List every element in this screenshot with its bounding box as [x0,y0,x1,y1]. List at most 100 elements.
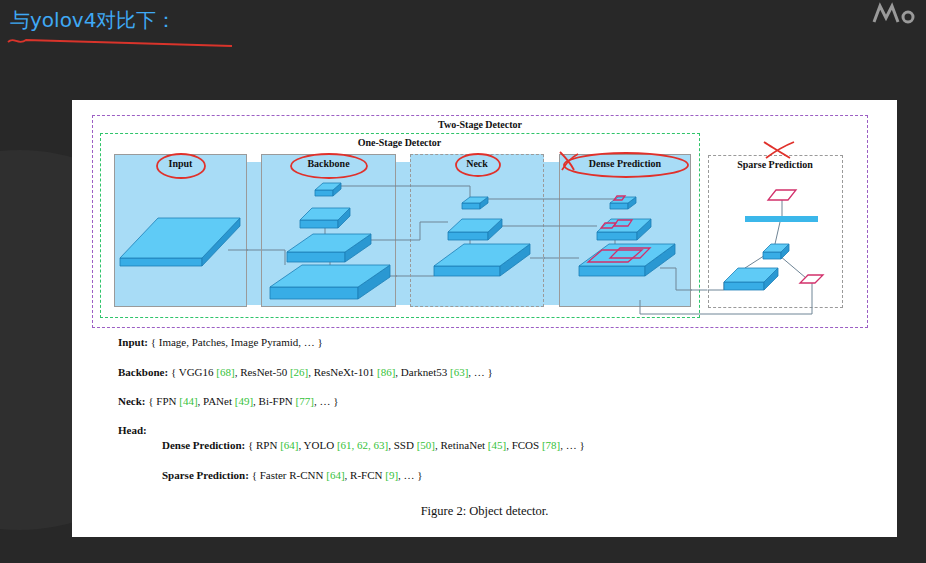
slab-front [448,232,488,240]
list-items: , SSD [388,439,416,451]
list-items: , FCOS [506,439,542,451]
title-holder: 与yolov4对比下： [10,7,176,34]
annotation-circle [291,154,367,178]
neck-layer [434,244,530,276]
list-key: Input: [118,336,148,348]
citation-number: [49] [235,395,253,407]
citation-number: [64] [280,439,298,451]
backbone-layer [315,183,341,196]
list-items: , YOLO [298,439,336,451]
annotation-cross [764,142,794,158]
feature-connector [544,258,559,259]
slab-top [462,197,488,203]
citation-number: [77] [296,395,314,407]
prediction-box [588,250,642,262]
feature-wire [502,226,597,227]
slab-front [300,220,338,228]
slab-top [315,183,341,190]
slab-top [270,265,390,287]
stage-heading: Sparse Prediction [737,159,813,170]
prediction-box [614,220,632,226]
list-items: , RetinaNet [435,439,488,451]
fc-bar [745,216,818,222]
label-holder: Head: [118,424,147,436]
dense-layer [597,219,651,240]
label-holder: Input: { Image, Patches, Image Pyramid, … [118,336,323,348]
label-holder: Sparse Prediction: { Faster R-CNN [64] , … [162,469,423,481]
input-image-plate [120,218,240,266]
list-key: Backbone: [118,366,168,378]
underline-squiggle [8,40,232,46]
list-items: , PANet [198,395,235,407]
citation-number: [44] [179,395,197,407]
list-items: , … } [398,469,423,481]
label-holder: Neck: { FPN [44], PANet [49], Bi-FPN [77… [118,395,338,407]
feature-wire [530,258,545,259]
feature-connector [396,276,410,277]
list-items: , ResNeXt-101 [308,366,377,378]
component-list: Sparse Prediction: { Faster R-CNN [64] , … [162,469,423,481]
slide-title: 与yolov4对比下： [10,7,176,34]
list-items: , … } [468,366,493,378]
label-holder: Backbone: { VGG16 [68], ResNet-50 [26], … [118,366,493,378]
list-key: Neck: [118,395,146,407]
slab-front [597,232,637,240]
citation-number: [68] [216,366,234,378]
proposal-box [800,275,823,283]
slab-front [763,252,781,259]
citation-number: [45] [488,439,506,451]
stage-heading: Input [169,158,193,169]
list-items: { RPN [245,439,280,451]
feature-wire [560,258,579,259]
feature-wire [411,276,434,277]
label-holder: Dense Prediction: { RPN [64], YOLO [61, … [162,439,585,451]
feature-connector [691,290,708,291]
dense-layer [579,244,675,276]
backbone-layer [300,208,350,228]
stage-heading: Two-Stage Detector [438,119,522,130]
citation-number: [64] [326,469,344,481]
stage-heading: Backbone [307,158,349,169]
list-items: , Darknet53 [395,366,450,378]
citation-number: [86] [377,366,395,378]
citation-number: [78] [542,439,560,451]
slab-front [315,190,333,196]
slab-top [724,268,778,282]
feature-wire [488,199,618,200]
list-items: { VGG16 [168,366,216,378]
citation-number: [26] [290,366,308,378]
proposal-box [768,190,796,200]
feature-wire [228,250,248,251]
logo-mark [874,6,913,22]
list-items: { Faster R-CNN [249,469,326,481]
list-items: , ResNet-50 [235,366,290,378]
feature-connector [247,250,261,251]
slab-top [434,244,530,266]
dense-layer [610,197,636,209]
sparse-feature-slab [724,268,778,290]
stage-heading: Dense Prediction [589,158,661,169]
list-key: Sparse Prediction: [162,469,249,481]
feature-wire [780,256,806,278]
list-items: { FPN [146,395,180,407]
slab-front [270,287,358,299]
slab-top [597,219,651,232]
figure-caption: Figure 2: Object detector. [72,504,897,519]
list-key: Dense Prediction: [162,439,245,451]
caption-holder: Figure 2: Object detector. [72,504,897,519]
feature-wire [660,268,692,290]
feature-wire [262,250,285,265]
slab-front [434,266,500,276]
slab-top [120,218,240,258]
neck-layer [448,219,502,240]
list-key: Head: [118,424,147,436]
backbone-layer [287,234,371,262]
component-list: Neck: { FPN [44], PANet [49], Bi-FPN [77… [118,395,338,407]
component-list: Dense Prediction: { RPN [64], YOLO [61, … [162,439,585,451]
slab-front [724,282,764,290]
citation-number: [63] [450,366,468,378]
annotation-circle [157,154,205,178]
